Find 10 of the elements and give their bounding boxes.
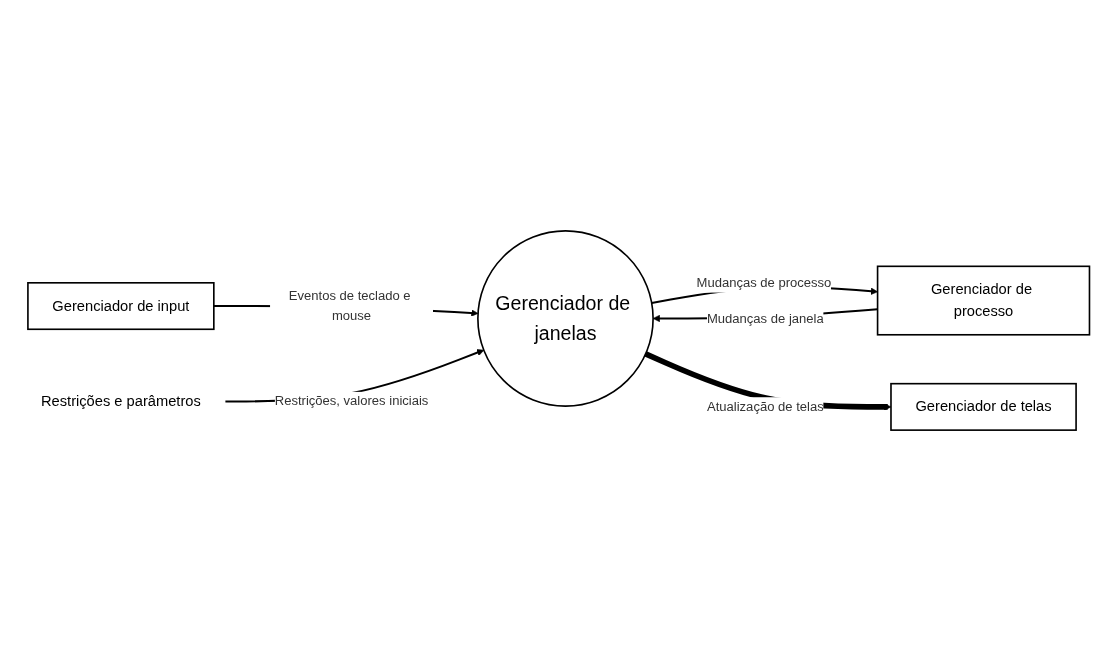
edge-label: Atualização de telas <box>706 399 824 414</box>
edge-label: Restrições, valores iniciais <box>274 394 429 408</box>
node-circle: Gerenciador de janelas <box>477 230 654 407</box>
node-text: Restrições e parâmetros <box>40 392 201 410</box>
edge-label: Eventos de teclado e mouse <box>288 288 411 323</box>
node-box: Gerenciador de telas <box>890 382 1077 431</box>
node-box: Gerenciador de input <box>27 282 215 331</box>
edge-label: Mudanças de janela <box>706 311 824 325</box>
edge-label: Mudanças de processo <box>696 275 832 290</box>
node-box: Gerenciador de processo <box>876 265 1091 336</box>
